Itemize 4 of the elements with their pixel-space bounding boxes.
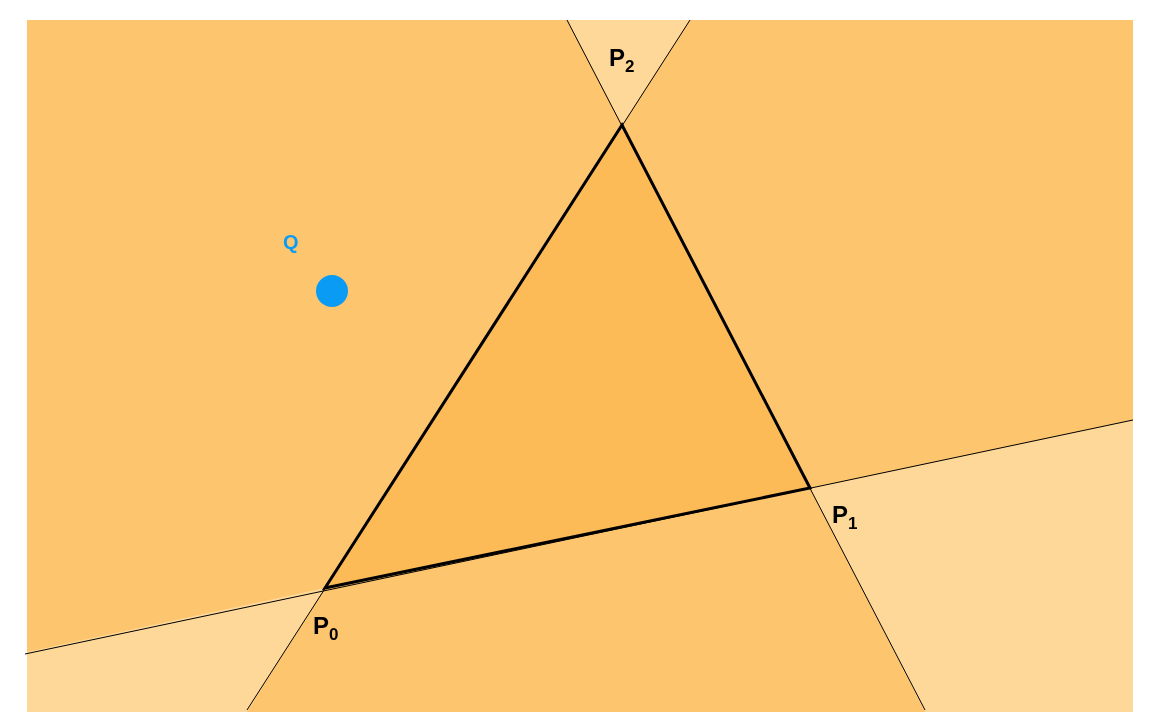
vertex-label: P$_{0}$ bbox=[313, 614, 339, 643]
vertex-label: P$_{1}$ bbox=[832, 503, 858, 532]
point-label: Q bbox=[283, 232, 299, 252]
vertex-label: P$_{2}$ bbox=[609, 46, 635, 75]
